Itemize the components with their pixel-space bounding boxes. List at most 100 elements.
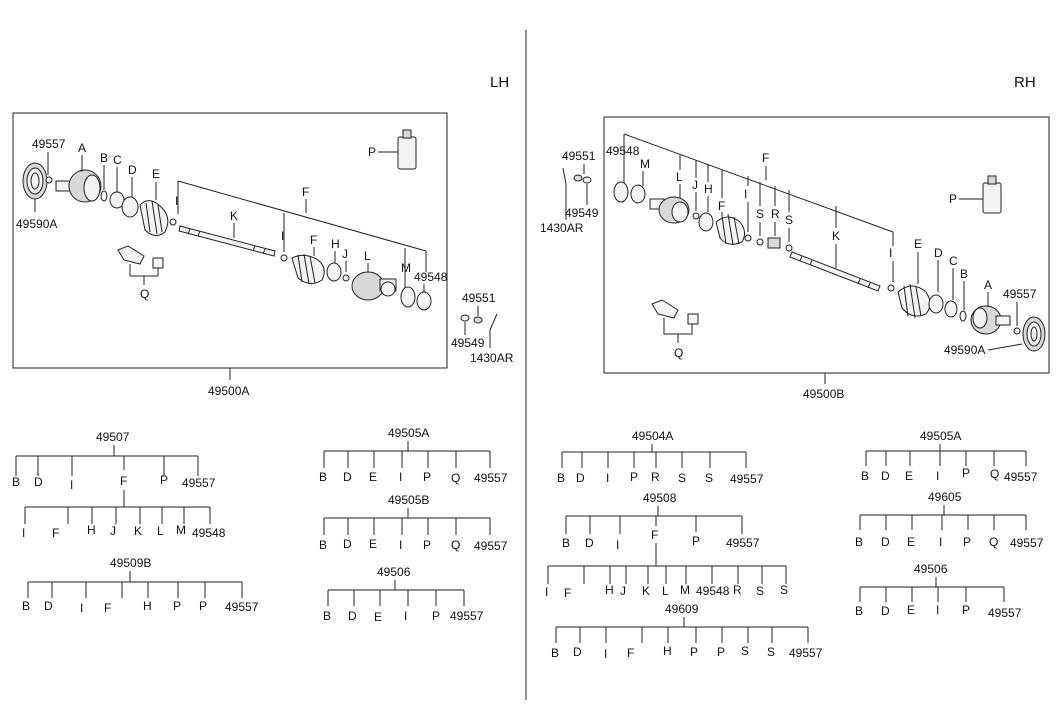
kit-item: D xyxy=(576,471,585,485)
axle-shaft-part xyxy=(789,251,881,292)
kit-item: 49557 xyxy=(789,646,823,660)
kit-item: 49557 xyxy=(1010,536,1044,550)
kit-item: R xyxy=(733,583,742,597)
kit-item: 49557 xyxy=(182,476,216,490)
kit-item: 49557 xyxy=(474,539,508,553)
kit-item: B xyxy=(855,535,863,549)
kit-item: D xyxy=(573,645,582,659)
lh-assembly: 49500A 49590A 49557 A B C D xyxy=(12,112,514,398)
kit-item: M xyxy=(176,523,186,537)
kit-item: B xyxy=(319,538,327,552)
kit-item: I xyxy=(545,585,548,599)
kit-item: Q xyxy=(989,535,998,549)
callout-e: E xyxy=(152,167,160,181)
callout-i-1: I xyxy=(744,187,747,201)
callout-i-2: I xyxy=(281,229,284,243)
kit-item: B xyxy=(562,536,570,550)
kit-item: D xyxy=(881,469,890,483)
callout-49551: 49551 xyxy=(462,291,496,305)
kit-item: 49548 xyxy=(192,526,226,540)
callout-i-1: I xyxy=(175,194,178,208)
kit-item: Q xyxy=(451,538,460,552)
kit-item: E xyxy=(369,537,377,551)
kit-title: 49505A xyxy=(920,429,961,443)
kit-item: B xyxy=(551,646,559,660)
callout-c: C xyxy=(949,254,958,268)
callout-i-2: I xyxy=(889,246,892,260)
rh-assembly-number: 49500B xyxy=(803,387,844,401)
callout-l: L xyxy=(364,249,371,263)
kit-item: D xyxy=(34,475,43,489)
kit-item: S xyxy=(756,584,764,598)
kit-item: 49557 xyxy=(450,609,484,623)
kit-item: I xyxy=(939,535,942,549)
kit-item: E xyxy=(905,469,913,483)
kit-item: I xyxy=(399,538,402,552)
kit-item: P xyxy=(962,603,970,617)
kit-item: F xyxy=(52,526,59,540)
kit-item: K xyxy=(642,584,650,598)
kit-item: P xyxy=(160,473,168,487)
callout-d: D xyxy=(128,163,137,177)
callout-f-bracket: F xyxy=(762,151,769,165)
kit-item: E xyxy=(907,603,915,617)
kit-item: I xyxy=(399,470,402,484)
callout-e: E xyxy=(914,237,922,251)
kit-title: 49509B xyxy=(110,556,151,570)
clamp-tool-part xyxy=(651,299,699,325)
kit-item: F xyxy=(120,474,127,488)
inner-cv-joint-part xyxy=(351,271,397,301)
kit-item: P xyxy=(423,470,431,484)
kit-item: Q xyxy=(451,471,460,485)
kit-item: P xyxy=(692,534,700,548)
callout-s-2: S xyxy=(785,213,793,227)
kit-item: D xyxy=(44,599,53,613)
kit-item: S xyxy=(767,645,775,659)
kit-item: S xyxy=(705,471,713,485)
kit-item: 49557 xyxy=(730,472,764,486)
kit-title: 49506 xyxy=(377,565,411,579)
kit-item: I xyxy=(936,469,939,483)
kit-title: 49508 xyxy=(643,491,677,505)
kit-title: 49605 xyxy=(928,490,962,504)
callout-f-boot: F xyxy=(310,233,317,247)
kit-item: F xyxy=(651,528,658,542)
rh-assembly: 49500B 49551 49549 1430AR 49548 M L J H xyxy=(540,116,1050,401)
kit-49508-tree: 49508 B D I F P 49557 I F H J K L M 495 xyxy=(545,491,788,600)
kit-title: 49609 xyxy=(665,602,699,616)
kit-item: J xyxy=(620,584,626,598)
kit-item: S xyxy=(678,471,686,485)
callout-m: M xyxy=(401,261,411,275)
kit-item: D xyxy=(348,609,357,623)
kit-title: 49507 xyxy=(96,430,130,444)
callout-49590a: 49590A xyxy=(16,217,57,231)
outer-cv-joint-part xyxy=(55,169,102,203)
kit-item: P xyxy=(630,470,638,484)
callout-q: Q xyxy=(674,346,683,360)
lh-assembly-number: 49500A xyxy=(208,384,249,398)
kit-item: I xyxy=(80,601,83,615)
kit-title: 49506 xyxy=(914,562,948,576)
outer-boot-part xyxy=(139,200,169,236)
kit-item: D xyxy=(881,535,890,549)
callout-j: J xyxy=(692,178,698,192)
outer-cv-joint-part xyxy=(970,305,1011,335)
kit-item: K xyxy=(134,524,142,538)
lh-side-label: LH xyxy=(490,74,509,91)
callout-h: H xyxy=(331,237,340,251)
kit-49504a-tree: 49504A B D I P R S S 49557 xyxy=(557,429,764,486)
kit-49505a-rh-tree: 49505A B D E I P Q 49557 xyxy=(861,429,1038,484)
kit-item: I xyxy=(22,526,25,540)
callout-f-bracket: F xyxy=(302,185,309,199)
kit-item: B xyxy=(557,471,565,485)
inner-boot-part xyxy=(715,213,746,246)
kit-item: E xyxy=(369,470,377,484)
callout-1430ar: 1430AR xyxy=(470,351,514,365)
kit-item: F xyxy=(627,646,634,660)
kit-49509b-tree: 49509B B D I F H P P 49557 xyxy=(22,556,259,615)
kit-item: P xyxy=(432,609,440,623)
callout-s-1: S xyxy=(756,207,764,221)
kit-item: P xyxy=(199,599,207,613)
kit-title: 49505B xyxy=(388,493,429,507)
kit-item: D xyxy=(343,537,352,551)
